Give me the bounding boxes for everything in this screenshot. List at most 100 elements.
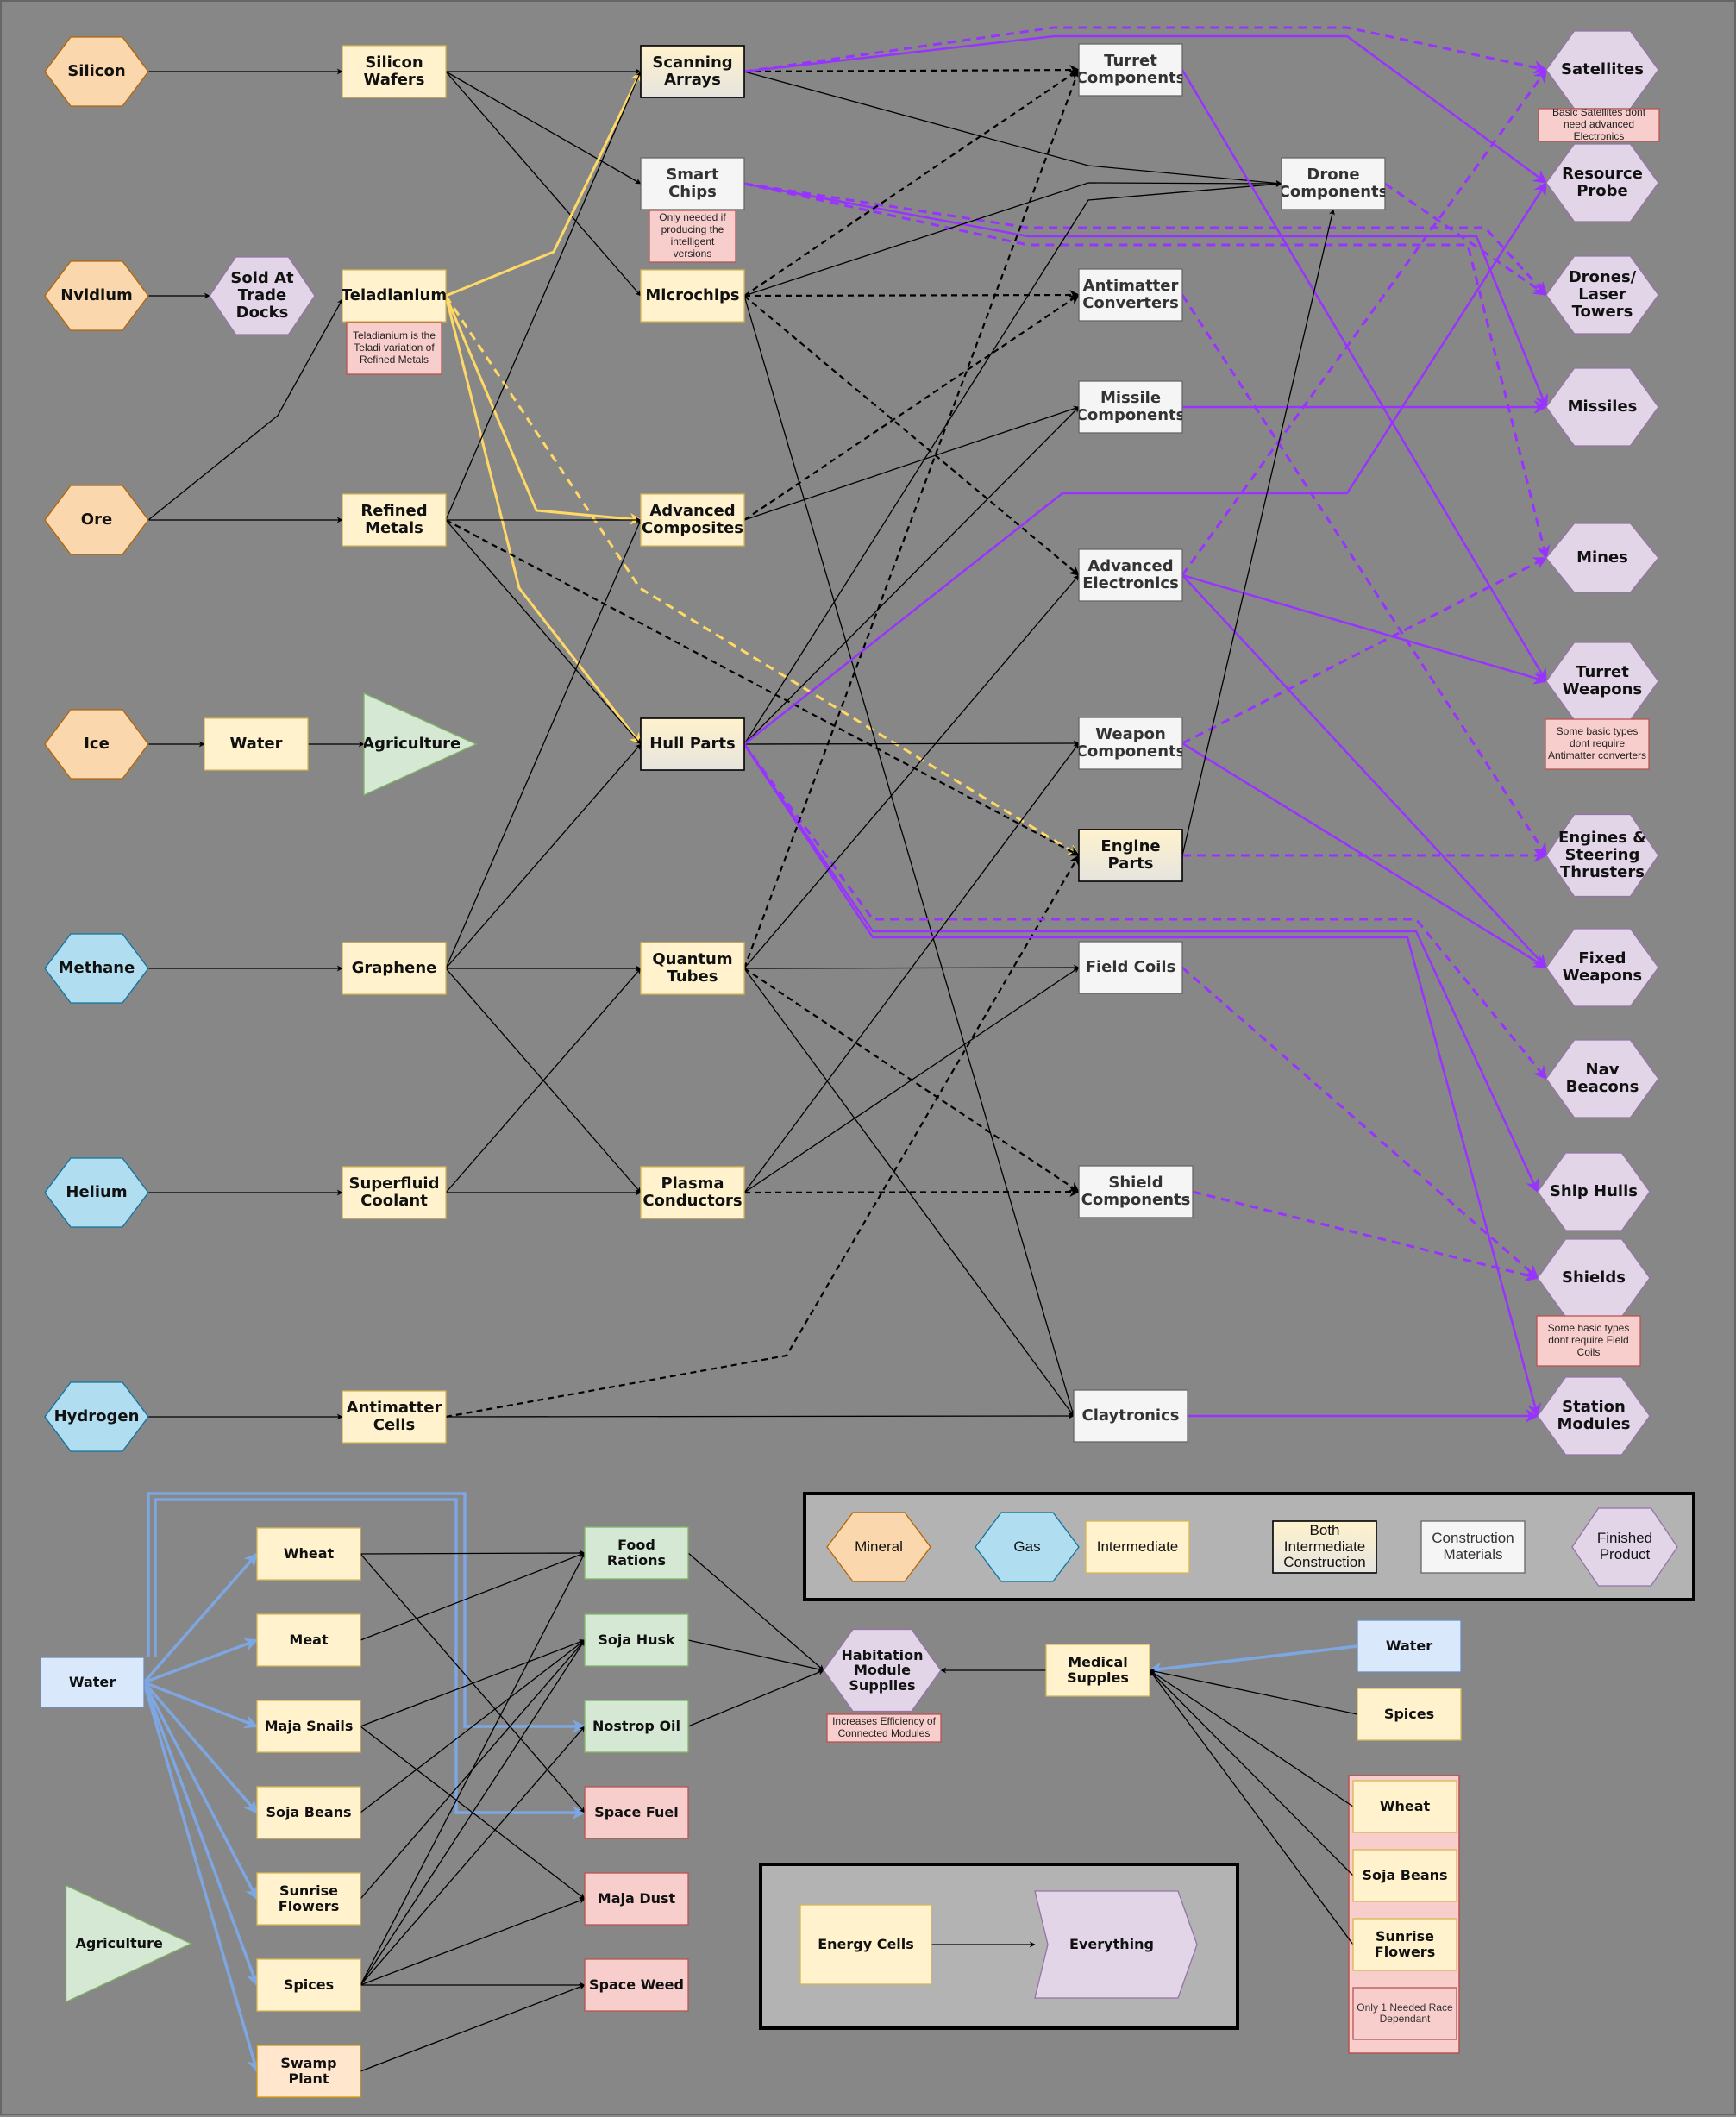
node-leg-both: Both Intermediate Construction [1272,1520,1377,1574]
node-label: Wheat [1379,1798,1431,1815]
edge-graphene-to-adv-comp [445,519,642,969]
node-shape [584,1526,689,1580]
node-drone-comp: Drone Components [1281,157,1386,210]
node-label: Resource Probe [1562,165,1643,200]
node-antimatter-conv: Antimatter Converters [1078,268,1183,322]
edge-soja-r-to-medical [1149,1669,1354,1876]
node-shape [584,1786,689,1839]
edge-adv-elec-to-satellites [1181,68,1548,576]
node-label: Missile Components [1079,389,1182,424]
node-label: Engine Parts [1100,837,1161,873]
node-shape [640,493,745,547]
edge-weapon-comp-to-mines [1181,556,1548,745]
edge-food-rations-to-habitation [687,1552,824,1671]
node-label: Soja Beans [266,1804,352,1821]
node-engines: Engines & Steering Thrusters [1545,813,1659,898]
node-shape [1545,523,1659,593]
node-hab-note: Increases Efficiency of Connected Module… [826,1713,942,1743]
node-agriculture-b: Agriculture [65,1884,193,2003]
node-label: Soja Beans [1362,1867,1448,1884]
node-shape [1272,1520,1377,1574]
node-label: Ore [80,510,113,529]
node-shield-comp: Shield Components [1078,1165,1194,1218]
node-shape [1571,1507,1678,1587]
edge-scanning-to-turret-comp [743,65,1081,76]
node-label: Basic Satellites dont need advanced Elec… [1551,109,1646,141]
node-shape [584,1700,689,1753]
node-engine: Engine Parts [1078,829,1183,882]
edge-water-b-to-soja-beans [142,1681,259,1814]
edge-nostrop-to-habitation [687,1669,824,1727]
node-label: Plasma Conductors [642,1174,743,1210]
node-silicon: Silicon [44,36,149,107]
node-hull: Hull Parts [640,717,745,771]
edge-wheat-to-food-rations [360,1550,586,1556]
node-label: Agriculture [364,735,460,754]
node-nav: Nav Beacons [1545,1039,1659,1118]
edge-water-b-to-space-fuel [154,1498,586,1819]
edge-water-b-to-wheat [142,1552,259,1684]
node-label: Spices [1383,1706,1435,1723]
node-water-b: Water [40,1657,145,1708]
node-label: Sunrise Flowers [1374,1928,1436,1960]
edge-teladianium-to-hull [444,295,642,746]
node-shape [1281,157,1386,210]
node-wheat-r: Wheat [1352,1780,1457,1833]
edge-microchips-to-drone-comp [743,180,1282,297]
node-everything: Everything [1034,1890,1198,1999]
node-label: Scanning Arrays [652,53,733,89]
node-shape [1352,1987,1457,2040]
node-water-r: Water [1357,1619,1462,1673]
node-nvidium: Nvidium [44,260,149,331]
node-shape [1045,1644,1150,1697]
node-label: Drone Components [1282,166,1385,201]
node-shape [640,269,745,323]
node-leg-gas: Gas [975,1512,1080,1582]
node-shields-note: Some basic types dont require Field Coil… [1536,1315,1641,1367]
node-teladianium: Teladianium [342,269,447,323]
node-shape [1078,941,1183,994]
node-field-coils: Field Coils [1078,941,1183,994]
node-soja-beans: Soja Beans [256,1786,361,1839]
edge-teladianium-to-scanning [445,70,642,298]
node-label: Antimatter Cells [346,1399,442,1434]
node-spices-r: Spices [1357,1688,1462,1741]
node-shape [1078,43,1183,97]
edge-water-b-to-maja-snails [143,1681,259,1729]
node-label: Silicon [67,62,126,81]
edge-adv-comp-to-antimatter-conv [743,294,1080,521]
edge-hull-to-missile-comp [743,406,1080,745]
node-shape [1078,268,1183,322]
node-shape [1078,717,1183,770]
edge-hull-to-weapon-comp [743,740,1080,747]
node-label: Drones/ Laser Towers [1568,268,1637,321]
edge-ore-to-teladianium [147,298,343,521]
node-shape [799,1904,932,1985]
node-turret-comp: Turret Components [1078,43,1183,97]
node-label: Advanced Composites [642,502,743,537]
node-shape [256,1786,361,1839]
node-shape [1078,1165,1194,1218]
node-methane: Methane [44,933,149,1004]
node-shape [1545,813,1659,898]
node-shape [1078,829,1183,882]
node-label: Water [229,735,283,754]
edge-adv-elec-to-turret-weapons [1181,573,1548,685]
node-label: Space Weed [589,1976,684,1994]
node-label: Gas [1013,1538,1041,1555]
edge-shield-comp-to-shields [1192,1190,1539,1282]
node-shape [346,322,442,375]
node-habitation: Habitation Module Supplies [823,1628,942,1713]
node-shape [1545,1039,1659,1118]
node-shape [1357,1619,1462,1673]
node-smart-chips: Smart Chips [640,157,745,210]
node-adv-comp: Advanced Composites [640,493,745,547]
node-helium: Helium [44,1157,149,1228]
node-label: Silicon Wafers [363,53,425,89]
node-shape [640,1166,745,1219]
node-sat-note: Basic Satellites dont need advanced Elec… [1538,108,1660,142]
node-station: Station Modules [1537,1376,1651,1456]
node-label: Advanced Electronics [1082,557,1179,592]
edge-water-b-to-swamp [142,1682,260,2073]
node-label: Nostrop Oil [592,1718,681,1735]
